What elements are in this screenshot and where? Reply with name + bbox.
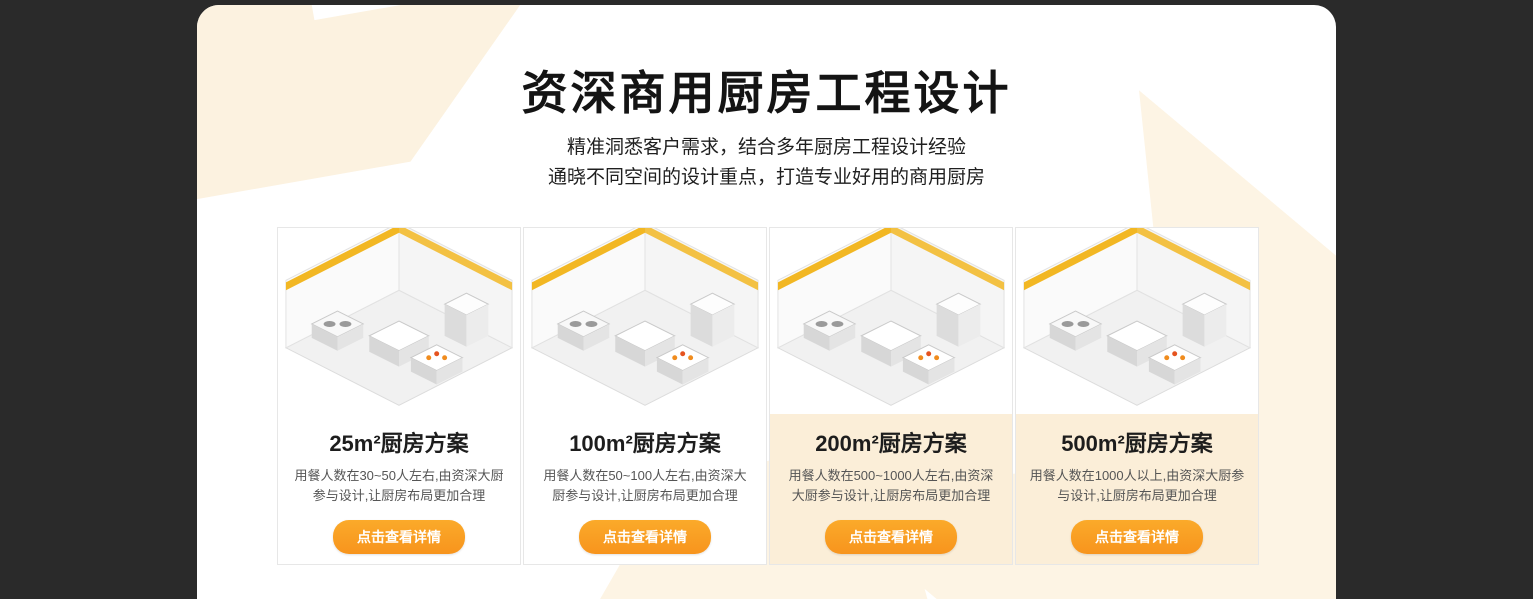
plan-card-100m2: 100m²厨房方案 用餐人数在50~100人左右,由资深大厨参与设计,让厨房布局…: [523, 227, 767, 565]
page-subtitle: 精准洞悉客户需求，结合多年厨房工程设计经验 通晓不同空间的设计重点，打造专业好用…: [197, 133, 1336, 193]
kitchen-render-image: [1016, 228, 1258, 414]
view-details-button[interactable]: 点击查看详情: [825, 520, 957, 555]
page-title: 资深商用厨房工程设计: [521, 67, 1012, 119]
plan-card-25m2: 25m²厨房方案 用餐人数在30~50人左右,由资深大厨参与设计,让厨房布局更加…: [277, 227, 521, 565]
subtitle-line-2: 通晓不同空间的设计重点，打造专业好用的商用厨房: [547, 167, 985, 188]
kitchen-render-image: [278, 228, 520, 414]
plan-cards-row: 25m²厨房方案 用餐人数在30~50人左右,由资深大厨参与设计,让厨房布局更加…: [277, 227, 1259, 565]
plan-card-description: 用餐人数在500~1000人左右,由资深大厨参与设计,让厨房布局更加合理: [788, 468, 994, 504]
kitchen-render-image: [524, 228, 766, 414]
view-details-button[interactable]: 点击查看详情: [1071, 520, 1203, 555]
plan-card-title: 200m²厨房方案: [815, 431, 967, 456]
plan-card-description: 用餐人数在30~50人左右,由资深大厨参与设计,让厨房布局更加合理: [294, 468, 504, 504]
plan-card-200m2: 200m²厨房方案 用餐人数在500~1000人左右,由资深大厨参与设计,让厨房…: [769, 227, 1013, 565]
plan-card-title: 500m²厨房方案: [1061, 431, 1213, 456]
plan-card-title: 25m²厨房方案: [329, 431, 469, 456]
plan-card-description: 用餐人数在1000人以上,由资深大厨参与设计,让厨房布局更加合理: [1029, 468, 1245, 504]
plan-card-500m2: 500m²厨房方案 用餐人数在1000人以上,由资深大厨参与设计,让厨房布局更加…: [1015, 227, 1259, 565]
kitchen-render-image: [770, 228, 1012, 414]
view-details-button[interactable]: 点击查看详情: [579, 520, 711, 555]
view-details-button[interactable]: 点击查看详情: [333, 520, 465, 555]
plan-card-title: 100m²厨房方案: [569, 431, 721, 456]
subtitle-line-1: 精准洞悉客户需求，结合多年厨房工程设计经验: [566, 137, 966, 158]
plan-card-description: 用餐人数在50~100人左右,由资深大厨参与设计,让厨房布局更加合理: [543, 468, 747, 504]
content-panel: 资深商用厨房工程设计 精准洞悉客户需求，结合多年厨房工程设计经验 通晓不同空间的…: [197, 5, 1336, 599]
